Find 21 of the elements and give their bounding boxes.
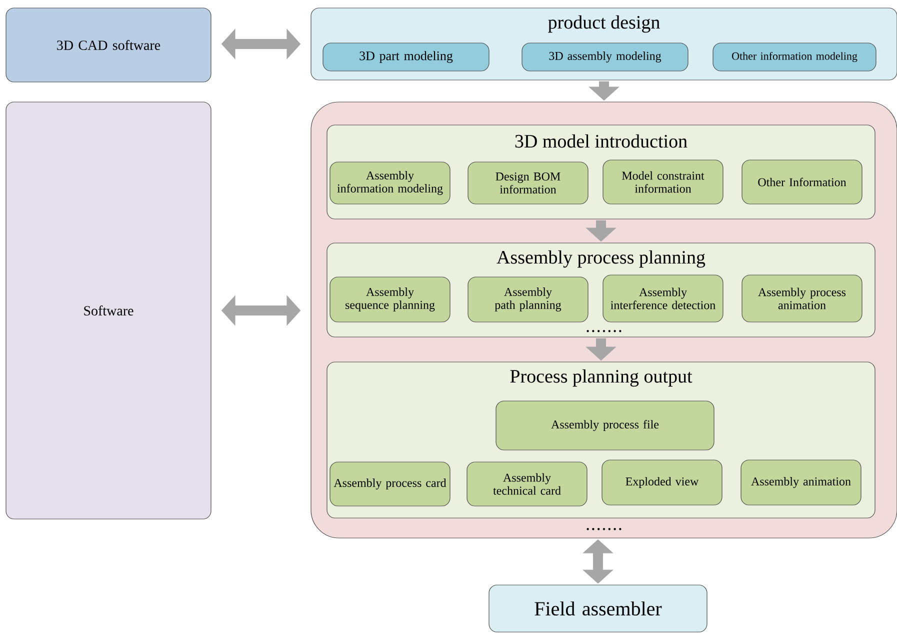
ellipsis-dots: • • • • • • • — [586, 330, 622, 332]
process-box: Other information modeling — [712, 42, 876, 72]
process-box: Assembly process file — [496, 400, 714, 450]
process-box: Design BOM information — [468, 162, 588, 204]
ellipsis-dots: • • • • • • • — [586, 528, 622, 530]
process-box: Other Information — [742, 160, 862, 204]
process-box: Assembly technical card — [466, 462, 588, 506]
process-box: 3D part modeling — [322, 42, 490, 72]
process-box: Assembly path planning — [468, 276, 588, 322]
process-box: Assembly information modeling — [330, 162, 450, 204]
process-box: Assembly process card — [330, 462, 450, 506]
process-box: Software — [6, 102, 212, 520]
process-box: Model constraint information — [602, 160, 724, 204]
process-box: Assembly animation — [740, 460, 862, 506]
process-box: 3D assembly modeling — [522, 42, 688, 72]
process-box: Assembly process animation — [742, 274, 862, 322]
process-box: Exploded view — [602, 460, 722, 506]
process-box: Field assembler — [488, 584, 708, 632]
process-box: Assembly sequence planning — [330, 276, 450, 322]
process-box: 3D CAD software — [6, 8, 212, 82]
process-box: Assembly interference detection — [602, 274, 724, 322]
